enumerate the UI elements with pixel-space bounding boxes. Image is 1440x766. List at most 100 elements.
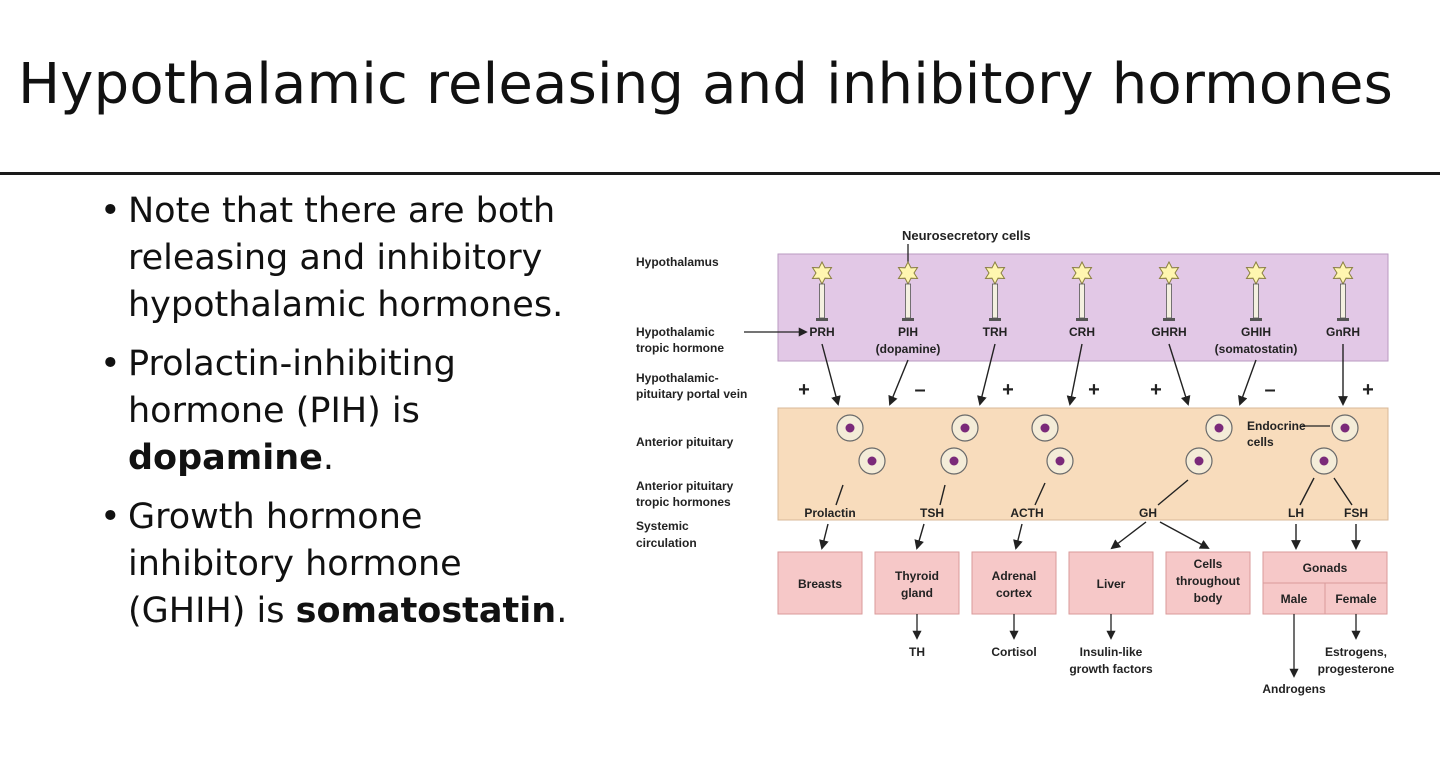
target-adrenal-cortex: Adrenal cortex (971, 551, 1057, 615)
effect-sign: + (1362, 379, 1374, 401)
label-ap-tropic-2: tropic hormones (636, 495, 731, 509)
hormone-label: PRH (809, 325, 834, 339)
svg-text:Gonads: Gonads (1303, 561, 1348, 575)
label-hypothalamus: Hypothalamus (636, 255, 719, 269)
ap-hormone-lh: LH (1288, 506, 1304, 520)
effect-sign: – (1264, 379, 1275, 401)
arrow-pih (888, 359, 909, 406)
ap-hormone-gh: GH (1139, 506, 1157, 520)
arrow-tsh-thyroid (914, 523, 925, 550)
gonads-male: Male (1281, 592, 1308, 606)
svg-text:body: body (1194, 591, 1223, 605)
bullet-text: Prolactin-inhibiting hormone (PIH) is (128, 344, 456, 431)
label-systemic-2: circulation (636, 536, 697, 550)
ap-hormone-fsh: FSH (1344, 506, 1368, 520)
neuron-pih: PIH (dopamine) – (876, 260, 941, 401)
arrow-gh-cells (1159, 521, 1210, 549)
effect-sign: + (798, 379, 810, 401)
effect-sign: – (914, 379, 925, 401)
target-body-cells: Cells throughout body (1165, 551, 1251, 615)
label-ap-tropic-1: Anterior pituitary (636, 479, 734, 493)
target-liver: Liver (1068, 551, 1154, 615)
endocrine-cell (1331, 414, 1359, 442)
effect-sign: + (1088, 379, 1100, 401)
label-anterior: Anterior pituitary (636, 435, 734, 449)
bullet-bold-term: dopamine (128, 438, 323, 478)
output-th: TH (909, 645, 925, 659)
neuron-trh: TRH + (983, 260, 1014, 401)
target-thyroid: Thyroid gland (874, 551, 960, 615)
svg-text:cortex: cortex (996, 586, 1032, 600)
link-fsh (1333, 477, 1353, 506)
hormone-sublabel: (dopamine) (876, 342, 941, 356)
bullet-text: . (556, 591, 568, 631)
label-systemic-1: Systemic (636, 519, 689, 533)
arrow-acth-adrenal (1013, 523, 1023, 550)
arrow-prolactin-breasts (819, 523, 829, 550)
hormone-label: GHRH (1151, 325, 1186, 339)
svg-text:Liver: Liver (1097, 577, 1126, 591)
neuron-crh: CRH + (1069, 260, 1100, 401)
label-tropic-2: tropic hormone (636, 341, 724, 355)
gonads-female: Female (1335, 592, 1377, 606)
bullet-item: Prolactin-inhibiting hormone (PIH) is do… (98, 341, 578, 482)
effect-sign: + (1002, 379, 1014, 401)
bullet-text: Note that there are both releasing and i… (128, 191, 564, 325)
ap-hormone-acth: ACTH (1010, 506, 1043, 520)
hormone-label: PIH (898, 325, 918, 339)
label-portal-1: Hypothalamic- (636, 371, 719, 385)
hormone-label: GnRH (1326, 325, 1360, 339)
link-lh (1299, 477, 1315, 506)
bullet-text: . (322, 438, 335, 478)
hormone-label: CRH (1069, 325, 1095, 339)
output-androgens: Androgens (1262, 682, 1326, 696)
bullet-bold-term: somatostatin (295, 591, 557, 631)
bullet-text: Growth hormone inhibitory hormone (GHIH)… (128, 497, 462, 631)
svg-text:throughout: throughout (1176, 574, 1240, 588)
ap-hormone-prolactin: Prolactin (804, 506, 855, 520)
arrow-prh (821, 343, 841, 406)
link-tsh (939, 484, 946, 506)
label-tropic-1: Hypothalamic (636, 325, 715, 339)
arrow-gh-liver (1110, 521, 1147, 550)
output-igf-2: growth factors (1069, 662, 1153, 676)
title-divider (0, 172, 1440, 175)
target-breasts: Breasts (777, 551, 863, 615)
neuron-gnrh: GnRH + (1326, 260, 1374, 401)
svg-text:Cells: Cells (1194, 557, 1223, 571)
svg-text:Thyroid: Thyroid (895, 569, 939, 583)
endocrine-cell (1185, 447, 1213, 475)
link-gh (1157, 479, 1189, 506)
hormone-label: GHIH (1241, 325, 1271, 339)
endocrine-cell (836, 414, 864, 442)
output-estrogens-2: progesterone (1318, 662, 1395, 676)
svg-text:Breasts: Breasts (798, 577, 842, 591)
hormone-sublabel: (somatostatin) (1215, 342, 1298, 356)
label-endocrine-2: cells (1247, 435, 1274, 449)
link-prolactin (835, 484, 844, 506)
output-estrogens-1: Estrogens, (1325, 645, 1387, 659)
bullet-list: Note that there are both releasing and i… (98, 188, 578, 647)
bullet-item: Growth hormone inhibitory hormone (GHIH)… (98, 494, 578, 635)
svg-text:Adrenal: Adrenal (992, 569, 1037, 583)
endocrine-cell (1310, 447, 1338, 475)
svg-text:gland: gland (901, 586, 933, 600)
arrow-ghrh (1168, 343, 1191, 406)
effect-sign: + (1150, 379, 1162, 401)
label-portal-2: pituitary portal vein (636, 387, 747, 401)
endocrine-cell (1205, 414, 1233, 442)
neuron-prh: PRH + (798, 260, 835, 401)
ap-hormone-tsh: TSH (920, 506, 944, 520)
arrow-trh (977, 343, 996, 406)
endocrine-cell (940, 447, 968, 475)
label-endocrine-1: Endocrine (1247, 419, 1306, 433)
neuron-ghrh: GHRH + (1150, 260, 1187, 401)
label-neurosecretory: Neurosecretory cells (902, 228, 1031, 243)
arrow-crh (1066, 343, 1083, 406)
output-cortisol: Cortisol (991, 645, 1036, 659)
hormone-label: TRH (983, 325, 1008, 339)
endocrine-cell (858, 447, 886, 475)
target-gonads: Gonads Male Female (1262, 551, 1388, 615)
bullet-item: Note that there are both releasing and i… (98, 188, 578, 329)
